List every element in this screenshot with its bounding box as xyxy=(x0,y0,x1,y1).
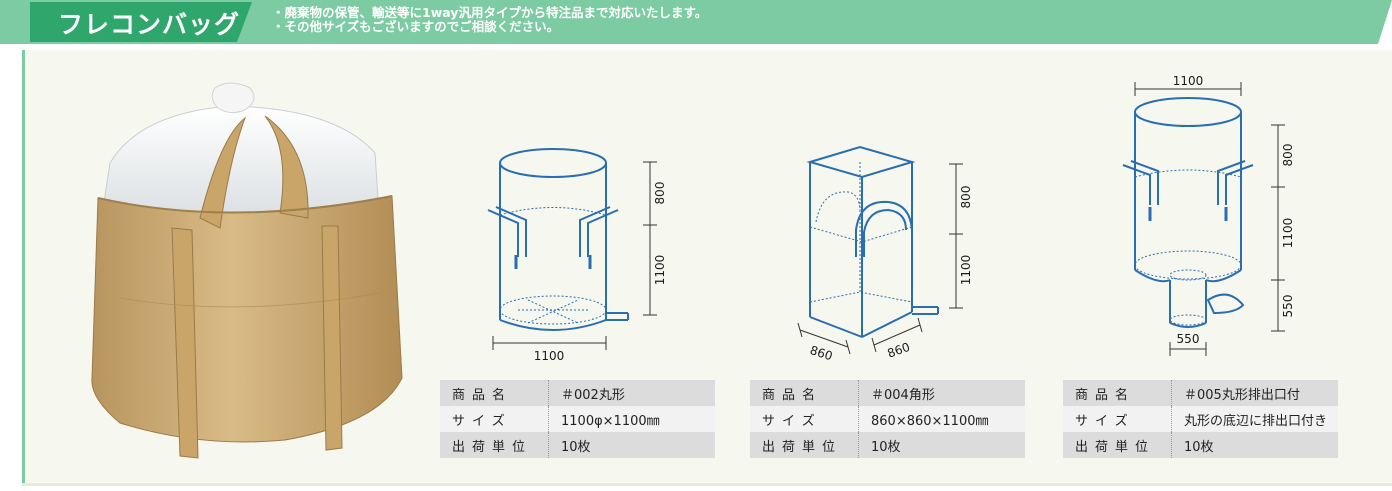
spec-row-name: 商品名＃004角形 xyxy=(750,380,1025,406)
section-title: フレコンバッグ xyxy=(58,10,241,39)
square-bag-diagram-icon: 800 1100 860 860 xyxy=(797,145,973,363)
header-band-shape xyxy=(0,0,1392,44)
dim-height-top: 800 xyxy=(1281,144,1295,167)
dim-top-width: 1100 xyxy=(1173,75,1204,88)
dim-width-left: 860 xyxy=(808,343,834,363)
dim-height-top: 800 xyxy=(959,186,973,209)
dim-height-bottom: 1100 xyxy=(653,255,667,286)
section-notes: ・廃棄物の保管、輸送等に1way汎用タイプから特注品まで対応いたします。 ・その… xyxy=(272,6,707,34)
spec-row-size: サイズ丸形の底辺に排出口付き xyxy=(1063,406,1338,432)
note-line-2: ・その他サイズもございますのでご相談ください。 xyxy=(272,19,560,34)
panel-bottom-rule xyxy=(22,483,1392,486)
dim-height-mid: 1100 xyxy=(1281,218,1295,249)
flexible-container-bag-photo-icon xyxy=(91,82,403,459)
spec-row-name: 商品名＃005丸形排出口付 xyxy=(1063,380,1338,406)
dim-width-right: 860 xyxy=(885,340,911,361)
round-bag-diagram-icon: 800 1100 1100 xyxy=(487,148,667,363)
section-header: フレコンバッグ ・廃棄物の保管、輸送等に1way汎用タイプから特注品まで対応いた… xyxy=(0,0,1392,44)
dim-height-top: 800 xyxy=(653,182,667,205)
spec-row-name: 商品名＃002丸形 xyxy=(440,380,715,406)
note-line-1: ・廃棄物の保管、輸送等に1way汎用タイプから特注品まで対応いたします。 xyxy=(272,5,708,20)
dim-height-bottom: 1100 xyxy=(959,255,973,286)
dim-outlet-width: 550 xyxy=(1177,332,1200,346)
round-bag-with-outlet-diagram-icon: 1100 800 1100 550 550 xyxy=(1122,75,1295,356)
dim-width: 1100 xyxy=(534,349,565,363)
dim-height-bottom: 550 xyxy=(1281,295,1295,318)
